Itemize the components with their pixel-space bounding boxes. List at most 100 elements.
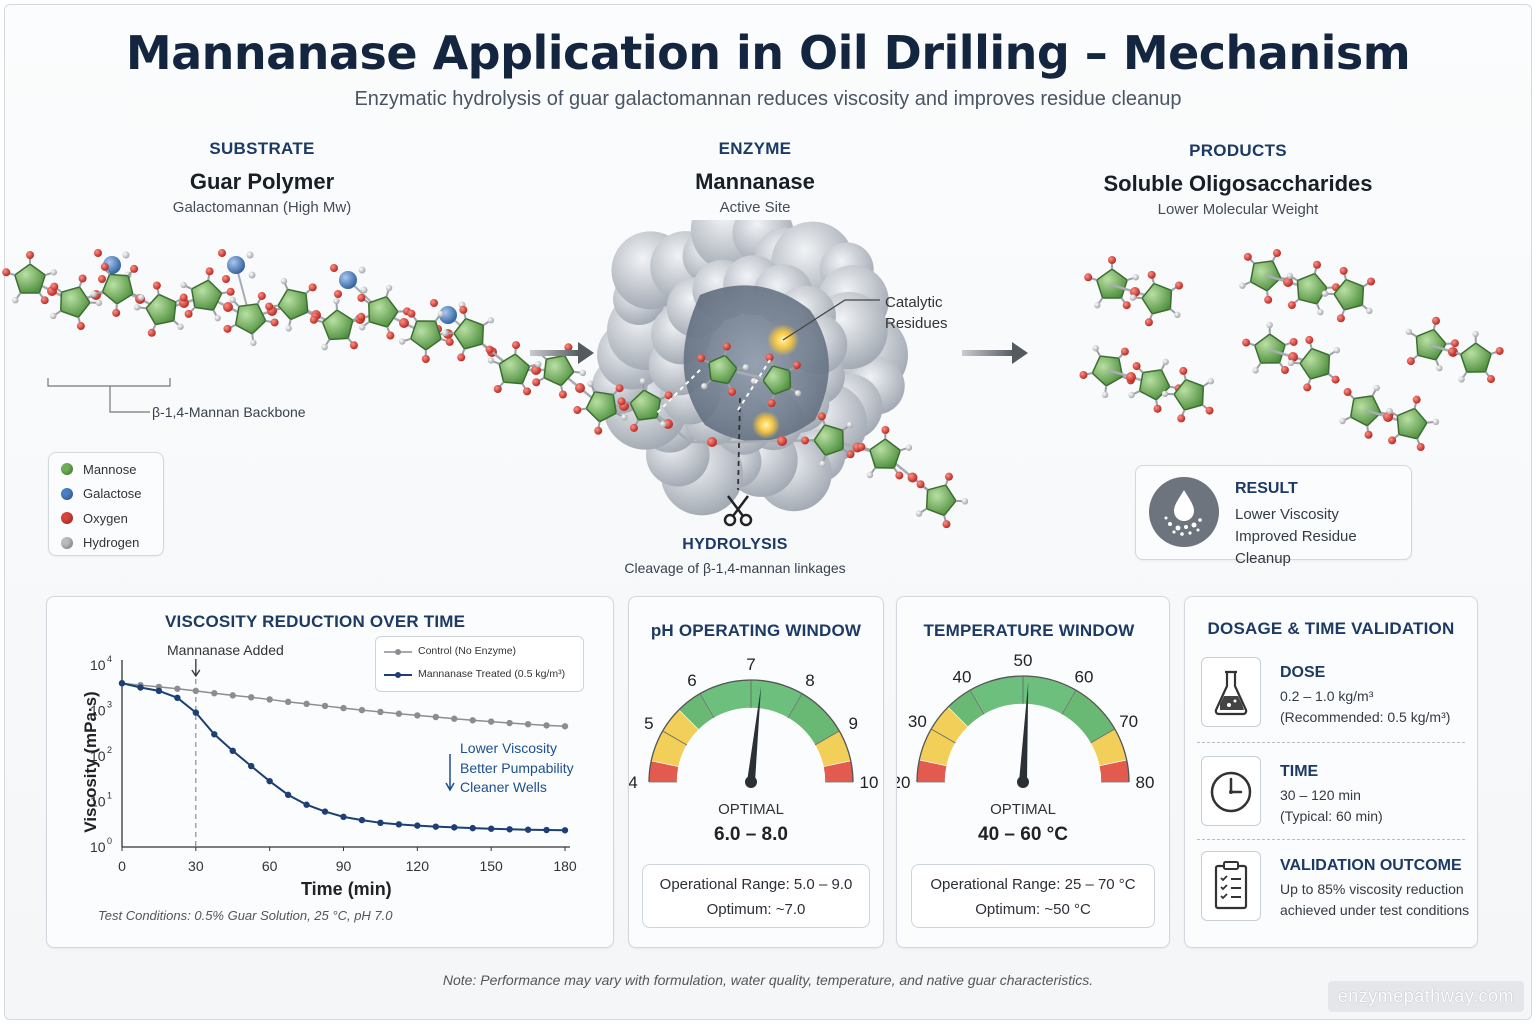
- control-data-point: [524, 720, 532, 728]
- mannose-ring: [1296, 272, 1328, 305]
- oxygen-atom: [615, 384, 624, 393]
- mechanism-illustration: [2, 220, 1504, 529]
- mannose-ring: [1253, 333, 1287, 364]
- treated-data-point: [229, 747, 236, 755]
- galactose-dot-icon: [61, 487, 73, 500]
- oxygen-atom: [895, 471, 904, 480]
- temperature-gauge: 20304050607080: [897, 652, 1154, 792]
- oxygen-atom: [1242, 338, 1251, 347]
- oxygen-atom: [846, 450, 855, 459]
- gauge-tick: [969, 690, 985, 715]
- hydrogen-atom: [1094, 302, 1101, 309]
- x-tick-label: 0: [118, 858, 126, 874]
- hydrogen-atom: [1132, 274, 1139, 281]
- y-tick-label: 10: [90, 748, 106, 764]
- oxygen-atom: [1367, 277, 1376, 286]
- substrate-to-enzyme-arrow-head: [578, 342, 594, 364]
- mannanase-enzyme: [592, 220, 908, 516]
- control-data-point: [543, 722, 550, 729]
- flask-icon: [1214, 670, 1248, 716]
- oxygen-atom: [792, 361, 801, 370]
- gauge-tick-label: 6: [687, 671, 696, 690]
- x-tick-label: 60: [262, 858, 278, 874]
- scissors-handle: [739, 513, 753, 527]
- treated-data-point: [487, 825, 495, 832]
- scissors-blade: [727, 495, 749, 517]
- enzyme-tag: ENZYME: [718, 139, 792, 158]
- control-legend-label: Control (No Enzyme): [418, 645, 517, 657]
- oxygen-atom: [257, 291, 266, 300]
- oxygen-atom: [40, 296, 49, 305]
- hydrogen-atom: [285, 325, 292, 332]
- products-name: Soluble Oligosaccharides: [1103, 171, 1373, 196]
- hydrogen-atom: [1129, 294, 1137, 301]
- hydrogen-atom: [50, 269, 57, 276]
- hydrogen-atom: [360, 286, 368, 294]
- down-arrow-icon: [445, 754, 455, 792]
- oxygen-atom: [629, 423, 638, 432]
- y-tick-exponent: 0: [107, 836, 112, 846]
- hydrogen-atom: [915, 510, 923, 517]
- x-axis-title: Time (min): [301, 879, 392, 899]
- substrate-header: SUBSTRATE Guar Polymer Galactomannan (Hi…: [112, 139, 412, 216]
- clipboard-icon-box: [1201, 851, 1261, 921]
- footnote: Note: Performance may vary with formulat…: [442, 972, 1094, 988]
- mannose-ring: [1141, 282, 1173, 315]
- oxygen-atom: [1450, 339, 1459, 348]
- gauge-tick-label: 50: [1014, 652, 1033, 670]
- gauge-tick-label: 40: [953, 667, 972, 686]
- dose-line1: 0.2 – 1.0 kg/m³: [1280, 688, 1374, 704]
- treated-data-point: [340, 813, 347, 821]
- backbone-label: β-1,4-Mannan Backbone: [152, 404, 306, 420]
- treated-data-point: [395, 821, 403, 828]
- outcome-line1: Up to 85% viscosity reduction: [1280, 881, 1464, 897]
- outcome-text: Up to 85% viscosity reduction achieved u…: [1280, 879, 1469, 921]
- oxygen-atom: [1486, 375, 1495, 384]
- treated-data-point: [506, 826, 513, 833]
- hydrogen-atom: [246, 251, 254, 259]
- substrate-to-enzyme-arrow-shaft: [530, 350, 580, 356]
- treated-data-point: [524, 826, 532, 833]
- hydrogen-atom: [1174, 311, 1181, 319]
- oxygen-atom: [459, 305, 468, 314]
- y-tick-exponent: 1: [107, 791, 112, 801]
- hydrogen-atom: [1092, 345, 1099, 352]
- catalytic-label-line1: Catalytic: [885, 294, 943, 311]
- oxygen-atom: [430, 299, 438, 307]
- y-tick-exponent: 3: [107, 700, 112, 710]
- oxygen-atom: [617, 397, 626, 406]
- oxygen-atom: [1364, 430, 1373, 439]
- guar-polymer-chain: [2, 249, 969, 529]
- ph-optimal-range: 6.0 – 8.0: [714, 824, 788, 845]
- oxygen-atom: [309, 315, 318, 324]
- scissors-icon: [723, 495, 753, 527]
- gauge-tick-label: 10: [860, 773, 879, 792]
- hydrogen-atom: [846, 421, 854, 429]
- divider: [1197, 742, 1465, 743]
- benefits-list: Lower Viscosity Better Pumpability Clean…: [460, 739, 574, 798]
- oxygen-atom: [942, 520, 951, 529]
- treated-data-point: [414, 822, 421, 829]
- oxygen-atom: [445, 337, 454, 346]
- oxygen-atom: [205, 267, 214, 276]
- mannose-ring: [1091, 355, 1124, 387]
- oxygen-atom: [1144, 318, 1153, 327]
- backbone-bracket: [47, 378, 171, 413]
- mannose-ring: [277, 288, 309, 321]
- oxygen-atom: [308, 283, 317, 292]
- ph-optimum: Optimum: ~7.0: [706, 901, 806, 918]
- hydrogen-atom: [358, 324, 366, 331]
- mannose-ring: [190, 279, 223, 311]
- hydrolysis-title: HYDROLYSIS: [682, 536, 788, 553]
- hydrogen-atom: [385, 284, 393, 292]
- treated-data-point: [248, 762, 255, 770]
- gauge-tick: [699, 693, 715, 719]
- hydrogen-atom: [579, 369, 587, 377]
- control-data-point: [469, 717, 476, 724]
- atom-legend: Mannose Galactose Oxygen Hydrogen: [48, 452, 164, 556]
- hydrogen-atom: [398, 338, 406, 345]
- benefit-pumpability: Better Pumpability: [460, 759, 574, 776]
- oxygen-atom: [697, 354, 706, 363]
- oxygen-atom: [1448, 347, 1457, 356]
- ph-optimal-label: OPTIMAL: [718, 801, 784, 818]
